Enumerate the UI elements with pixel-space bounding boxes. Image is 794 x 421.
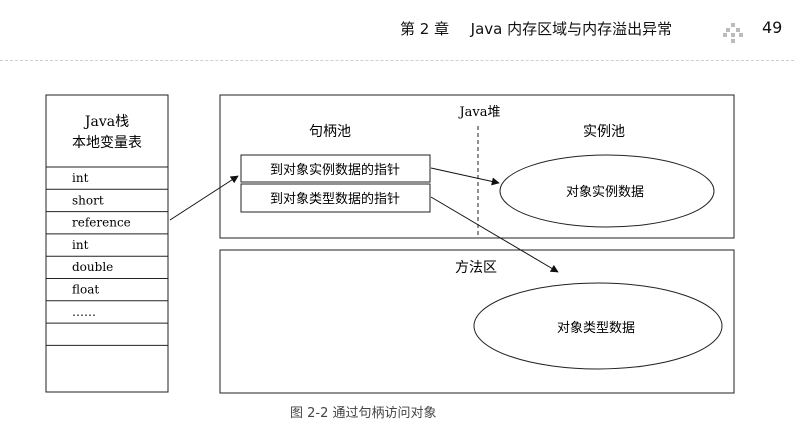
java-heap: Java堆 句柄池 到对象实例数据的指针 到对象类型数据的指针 实例池 对象实例…: [219, 94, 735, 239]
type-data-label: 对象类型数据: [557, 321, 635, 336]
page-number: 49: [762, 18, 783, 37]
stack-slot: short: [72, 193, 104, 207]
instance-pool-title: 实例池: [583, 124, 625, 140]
handle-pool-title: 句柄池: [309, 124, 351, 140]
stack-slot: int: [72, 238, 89, 252]
arrow-handle-to-instance-data: [430, 167, 500, 186]
instance-pool: 实例池 对象实例数据: [499, 124, 715, 228]
chapter-label: 第 2 章: [400, 20, 450, 38]
arrow-handle-to-type-data: [430, 196, 559, 273]
arrow-reference-to-handle: [169, 175, 239, 221]
chapter-title: Java 内存区域与内存溢出异常: [470, 20, 673, 38]
header-divider: [0, 60, 794, 61]
method-area: 方法区 对象类型数据: [219, 249, 735, 394]
handle-entry-type-box: [240, 183, 431, 213]
figure-caption: 图 2-2 通过句柄访问对象: [290, 406, 437, 421]
handle-entry-instance: 到对象实例数据的指针: [270, 162, 400, 178]
java-stack: Java栈 本地变量表 int short reference int double fl…: [45, 94, 169, 393]
stack-title-line2: 本地变量表: [72, 135, 142, 151]
stack-slots: int short reference int double float ……: [46, 166, 168, 346]
stack-title-line1: Java栈: [83, 114, 129, 130]
stack-slot: ……: [72, 305, 96, 319]
heap-title: Java堆: [457, 105, 500, 120]
stack-slot: int: [72, 171, 89, 185]
handle-entry-instance-box: [240, 154, 431, 183]
page-header: 第 2 章 Java 内存区域与内存溢出异常: [400, 18, 672, 39]
method-area-title: 方法区: [455, 260, 497, 276]
type-data-ellipse: [473, 282, 723, 370]
stack-slot: double: [72, 260, 113, 274]
instance-data-label: 对象实例数据: [566, 185, 644, 200]
handle-pool: 句柄池 到对象实例数据的指针 到对象类型数据的指针: [240, 124, 431, 213]
handle-entry-type: 到对象类型数据的指针: [270, 191, 400, 207]
instance-data-ellipse: [499, 154, 715, 228]
stack-slot: float: [72, 283, 99, 297]
header-ornament-icon: [723, 23, 743, 43]
stack-slot: reference: [72, 216, 131, 230]
